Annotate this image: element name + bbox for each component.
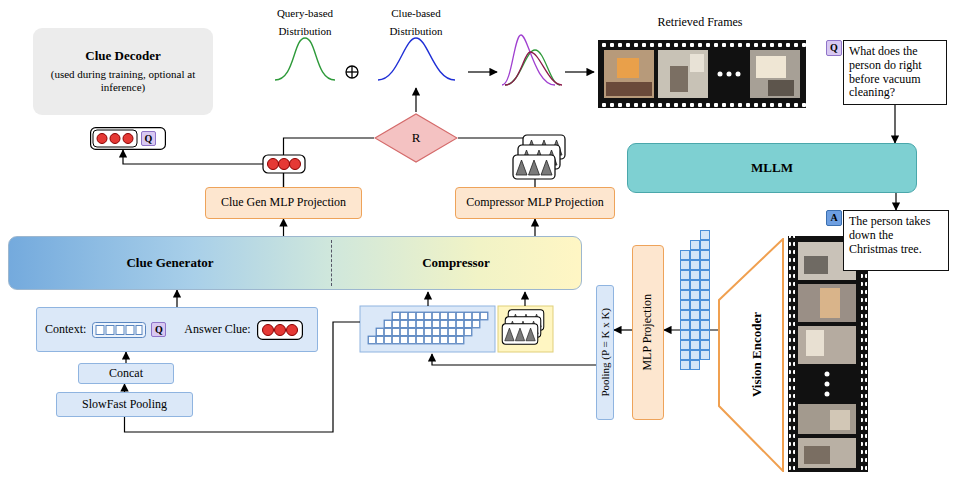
frame-token-box (360, 306, 495, 352)
decoder-box: Clue Decoder (used during training, optio… (33, 28, 213, 150)
caption-label: Clue-based Distribution (389, 7, 442, 37)
question-box: What does the person do right before vac… (843, 40, 947, 105)
clue-curve (378, 38, 455, 80)
node-text: MLP Projection (641, 294, 655, 371)
node-text: Compressor MLP Projection (466, 196, 604, 210)
node-text: R (412, 131, 421, 146)
text-cell: Compressor (331, 237, 581, 289)
clue-tokens (263, 155, 305, 173)
node-text: Answer Clue: (184, 323, 250, 337)
arrow (524, 292, 525, 306)
node-text: Q (145, 133, 153, 145)
encoder-trapezoid: Vision Encoder (718, 238, 784, 472)
decision-diamond: R (374, 113, 458, 163)
node-text: Compressor (422, 256, 490, 271)
model-box: MLLM (627, 143, 917, 193)
connector (176, 290, 177, 307)
feature-stack (680, 230, 710, 370)
node-text: Clue Gen MLP Projection (221, 196, 346, 210)
answer-box: The person takes down the Christmas tree… (843, 210, 949, 271)
combined-curves (502, 35, 562, 85)
input-box: Context: Answer Clue: Q (36, 307, 318, 352)
query-token: Q (141, 131, 156, 146)
film-strip (598, 40, 806, 108)
connector (614, 329, 632, 330)
node-text: A (830, 212, 837, 224)
memory-token-box (498, 306, 553, 352)
process-box: Concat (78, 363, 174, 384)
node-text: MLLM (751, 161, 793, 176)
context-tokens (92, 322, 146, 338)
query-curve (275, 38, 335, 80)
node-text: Q (155, 324, 163, 336)
projection-box: Compressor MLP Projection (455, 187, 615, 219)
projection-box: MLP Projection (632, 245, 664, 420)
divider (331, 240, 332, 286)
arrow (565, 71, 594, 72)
connector (284, 138, 375, 187)
node-text: What does the person do right before vac… (849, 45, 941, 100)
text-cell: Clue Generator (9, 237, 331, 289)
node-text: Concat (109, 367, 143, 381)
projection-box: Clue Gen MLP Projection (205, 187, 362, 219)
connector (124, 384, 125, 392)
caption-label: Query-based Distribution (277, 7, 333, 37)
node-text: The person takes down the Christmas tree… (849, 215, 943, 256)
model-band: Clue Generator Compressor (8, 236, 582, 290)
node-text: Pooling (P = K x K) (599, 308, 612, 397)
connector (125, 352, 126, 363)
query-tag: Q (826, 40, 842, 56)
text-area: Clue Decoder (used during training, optio… (33, 28, 213, 115)
node-text: SlowFast Pooling (82, 398, 167, 412)
input-film (788, 236, 868, 472)
arrow (415, 88, 416, 112)
node-text: Vision Encoder (750, 312, 765, 397)
wire (432, 354, 596, 365)
answer-clue-tokens (257, 320, 303, 340)
node-text: (used during training, optional at infer… (39, 68, 207, 93)
label-box: Clue-based Distribution (374, 3, 458, 39)
label-box: Query-based Distribution (263, 3, 347, 39)
connector (895, 193, 896, 210)
caption-label: Retrieved Frames (658, 15, 743, 29)
node-text: Q (830, 42, 838, 54)
arrow (427, 292, 428, 306)
node-text: Clue Decoder (85, 49, 160, 64)
connector (283, 219, 284, 236)
label-box: Retrieved Frames (640, 12, 760, 30)
process-box: SlowFast Pooling (56, 392, 193, 417)
connector (534, 219, 535, 236)
answer-tag: A (826, 210, 842, 226)
connector (123, 150, 284, 187)
pooling-box: Pooling (P = K x K) (596, 285, 614, 420)
plus-symbol (346, 66, 358, 78)
node-text: Clue Generator (126, 256, 213, 271)
connector (894, 105, 895, 143)
query-token: Q (151, 322, 166, 337)
arrow (468, 71, 497, 72)
compressed-tokens (513, 135, 565, 179)
node-text: Context: (45, 323, 86, 337)
